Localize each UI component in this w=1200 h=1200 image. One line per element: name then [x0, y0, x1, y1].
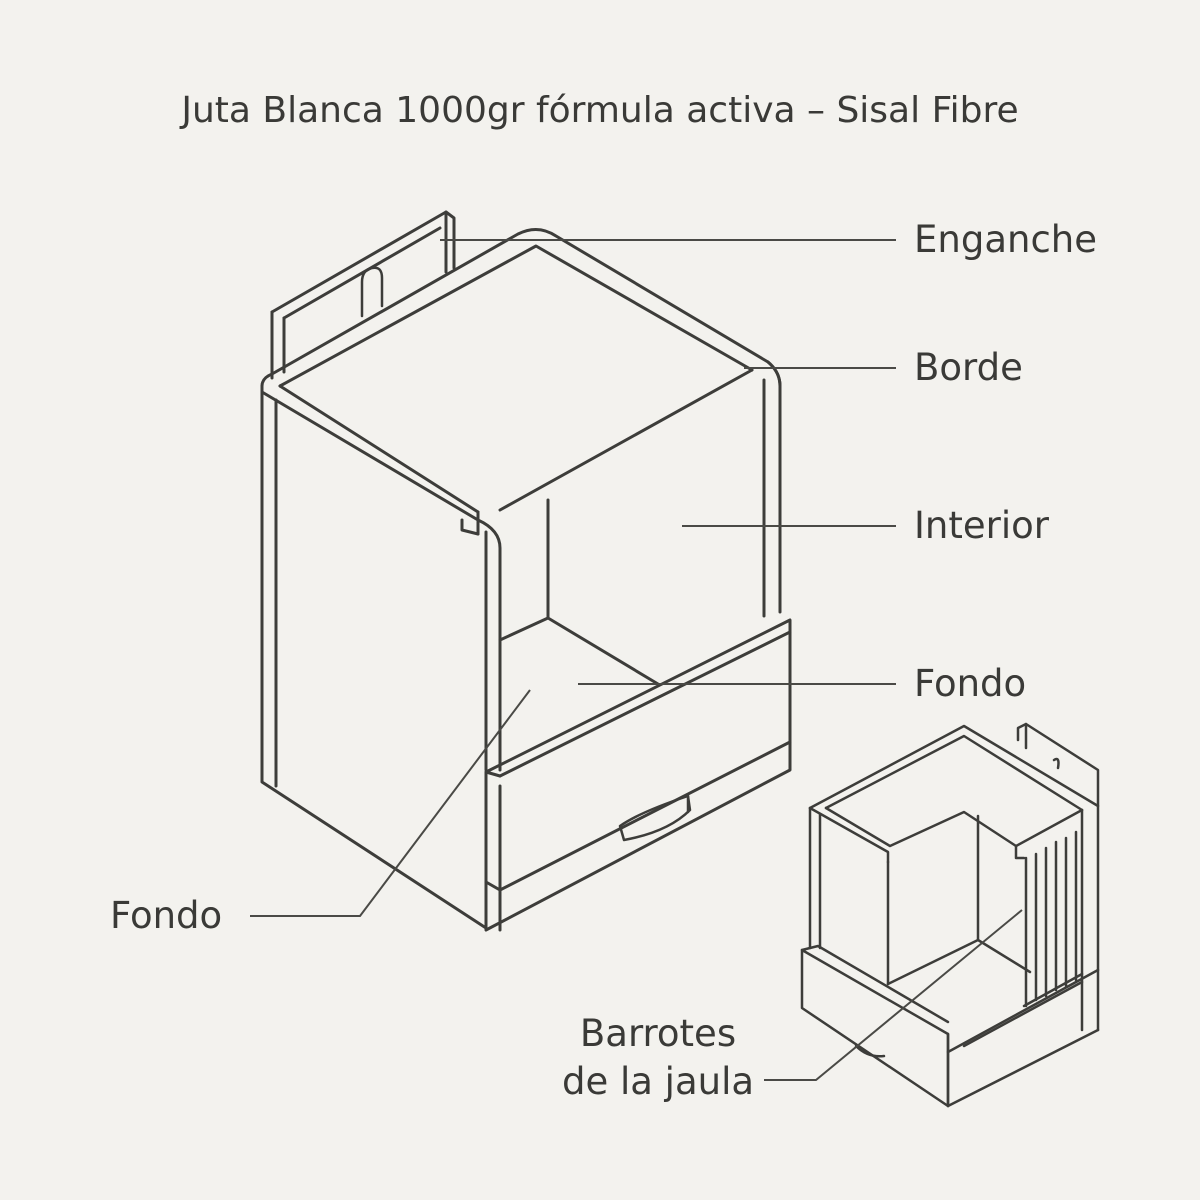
left-side-panel — [260, 390, 488, 930]
label-bottom-left: Fondo — [110, 894, 222, 937]
cage-bars — [1022, 830, 1084, 1008]
drawer-front — [484, 618, 792, 932]
leader-bottom-left — [250, 689, 531, 917]
leader-lines — [250, 239, 1023, 1081]
diagram-title: Juta Blanca 1000gr fórmula activa – Sisa… — [179, 90, 1018, 131]
drawer-handle — [618, 794, 692, 842]
label-rim: Borde — [914, 346, 1023, 389]
label-hook: Enganche — [914, 218, 1097, 261]
label-bars-line2: de la jaula — [562, 1060, 754, 1103]
lid-rim — [278, 244, 754, 388]
label-interior: Interior — [914, 504, 1050, 547]
label-bars-line1: Barrotes — [580, 1012, 736, 1055]
small-litter-box — [800, 722, 1100, 1108]
label-bottom-right: Fondo — [914, 662, 1026, 705]
hook-plate — [270, 210, 456, 380]
leader-bars — [764, 909, 1023, 1081]
large-litter-box — [260, 210, 792, 932]
